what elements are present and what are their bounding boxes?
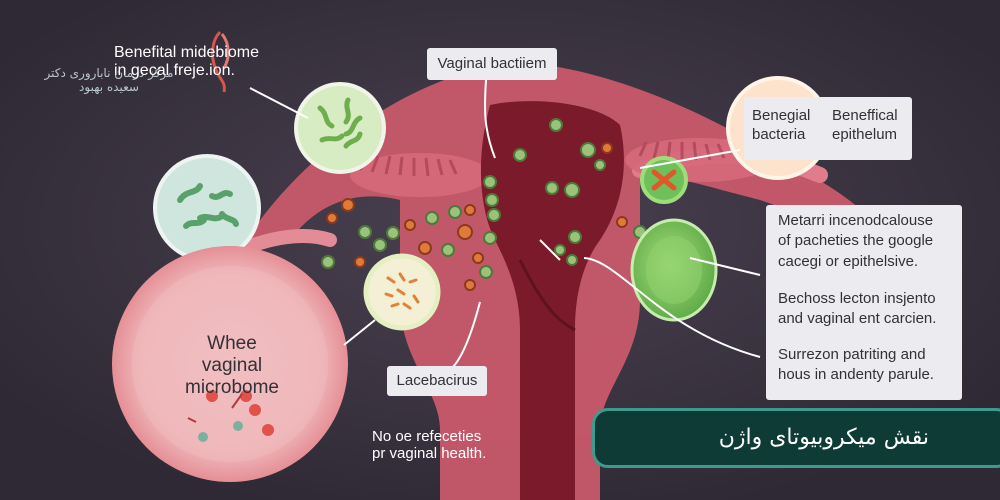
green-cell [630, 218, 718, 322]
beneficial-microbiome-line-1: Benefital midebiome [114, 44, 259, 61]
info-paragraph-2-line-2: and vaginal ent carcien. [778, 310, 937, 328]
beneficial-bacteria-label: Beneɡial bacteria [752, 107, 810, 145]
beneficial-epithelium-line-1: Beneffical [832, 107, 898, 124]
info-paragraph-2: Bechoss lecton insjento and vaginal ent … [778, 289, 936, 330]
beneficial-microbiome-label: Benefital midebiome in gecal freje.ion. [114, 44, 259, 81]
microbiome-circle-line-1: Whee vaginal [201, 333, 263, 376]
footer-note-line-2: pr vaginal health. [372, 445, 487, 463]
footer-note: No oe refeceties pr vaginal health. [372, 428, 486, 463]
beneficial-bacteria-box: Beneɡial bacteria Beneffical epithelum [744, 97, 912, 160]
title-banner: نقش میکروبیوتای واژن [592, 408, 1000, 468]
beneficial-epithelium-label: Beneffical epithelum [832, 107, 898, 145]
info-paragraph-3: Surrezon patriting and hous in andenty p… [778, 345, 934, 386]
lactobacillus-circle [363, 253, 441, 331]
info-paragraph-3-line-2: hous in andenty parule. [778, 366, 934, 384]
left-ovary [350, 153, 490, 197]
microbiome-circle-label: Whee vaginal microbome [176, 333, 288, 399]
microbe-cluster-circle [153, 154, 261, 262]
banner-title: نقش میکروبیوتای واژن [718, 425, 929, 450]
beneficial-bacteria-line-2: bacteria [752, 125, 806, 143]
beneficial-bacteria-line-1: Beneɡial [752, 107, 811, 124]
lactobacillus-label: Lacebacirus [387, 366, 487, 396]
clinic-logo: مرکز درمان ناباروری دکتر سعیده بهبود [14, 22, 264, 94]
beneficial-epithelium-line-2: epithelum [832, 125, 898, 143]
beneficial-microbiome-circle [294, 82, 386, 174]
uterus-logo-icon [211, 30, 230, 93]
info-box: Metarri incenodcalouse of pacheties the … [766, 205, 962, 400]
microbiome-big-circle [112, 246, 348, 482]
microbiome-circle-line-2: microbome [185, 376, 279, 398]
info-paragraph-2-line-1: Bechoss lecton insjento [778, 290, 936, 307]
info-paragraph-3-line-1: Surrezon patriting and [778, 346, 926, 363]
bacteria-particles [321, 118, 647, 291]
epithelium-cell [640, 156, 688, 204]
info-paragraph-1: Metarri incenodcalouse of pacheties the … [778, 211, 933, 272]
connector-lines [249, 79, 761, 369]
vaginal-bacterium-label: Vaginal bactiiem [427, 48, 557, 80]
info-paragraph-1-line-2: of pacheties the google [778, 232, 934, 250]
uterine-cavity [480, 101, 624, 500]
info-paragraph-1-line-3: cacegi or epithelsive. [778, 252, 919, 270]
logo-text: مرکز درمان ناباروری دکتر سعیده بهبود [44, 66, 174, 94]
info-paragraph-1-line-1: Metarri incenodcalouse [778, 212, 934, 229]
footer-note-line-1: No oe refeceties [372, 428, 482, 445]
beneficial-microbiome-line-2: in gecal freje.ion. [114, 62, 235, 80]
